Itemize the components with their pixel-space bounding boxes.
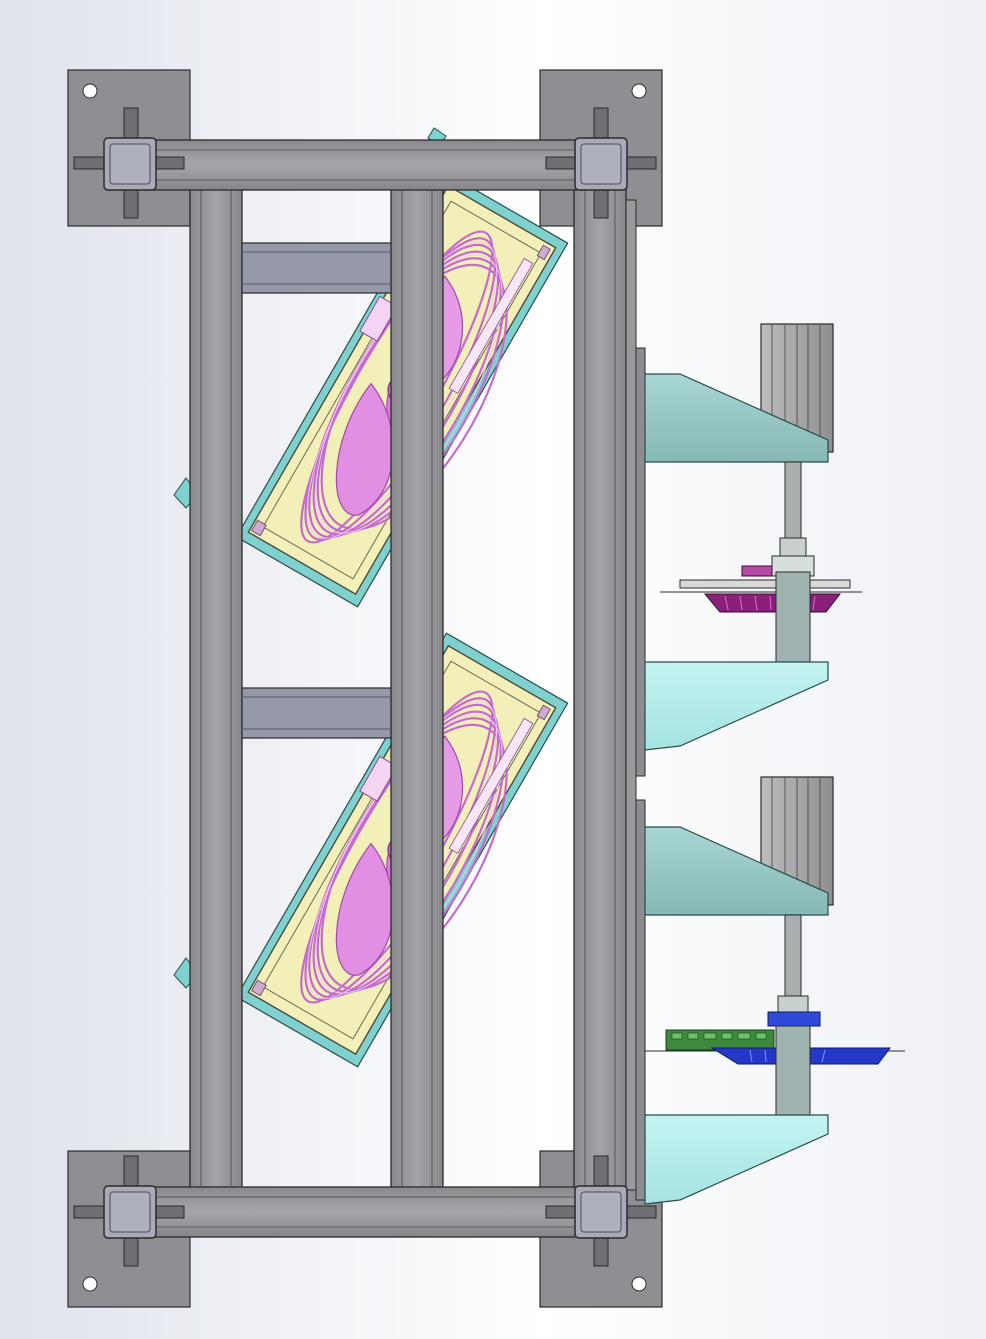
lower-column — [775, 1025, 811, 1117]
upper-shelf-assembly — [644, 323, 862, 751]
upper-side-plate — [635, 347, 646, 777]
joint-top-left — [73, 107, 185, 219]
lower-crossbar — [241, 687, 392, 739]
frame-center-post — [390, 185, 444, 1191]
frame-right-post — [573, 185, 637, 1191]
upper-shelf-top — [644, 373, 829, 463]
frame-bottom-beam — [152, 1186, 577, 1238]
upper-crossbar — [241, 242, 392, 294]
frame-top-beam — [152, 139, 577, 191]
lower-shelf-top — [644, 826, 829, 916]
lower-shelf-bottom — [644, 1114, 829, 1205]
upper-shelf-bottom — [644, 661, 829, 751]
upper-column — [775, 571, 811, 665]
lower-shaft — [784, 914, 802, 1001]
joint-bottom-right — [545, 1155, 657, 1267]
lower-side-plate — [635, 799, 646, 1201]
joint-top-right — [545, 107, 657, 219]
lower-shelf-assembly — [644, 776, 905, 1205]
joint-bottom-left — [73, 1155, 185, 1267]
frame-left-post — [189, 185, 243, 1191]
